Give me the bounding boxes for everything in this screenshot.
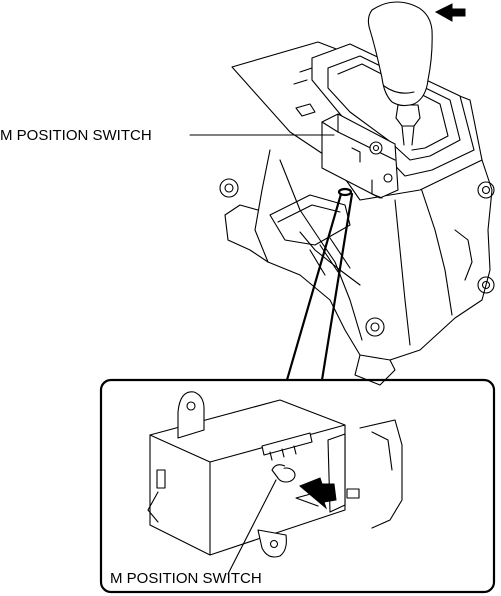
detail-connector bbox=[285, 187, 354, 382]
detail-inset-frame bbox=[99, 378, 496, 594]
switch-detail-view bbox=[147, 391, 403, 558]
shift-knob bbox=[367, 1, 433, 146]
callout-label-m-position-switch-detail: M POSITION SWITCH bbox=[110, 570, 262, 587]
shifter-housing bbox=[219, 149, 495, 386]
callout-leader-bottom bbox=[227, 479, 277, 575]
callout-label-m-position-switch: M POSITION SWITCH bbox=[0, 127, 152, 144]
m-position-switch bbox=[321, 113, 399, 199]
arrow-icon bbox=[434, 3, 466, 22]
arrow-icon bbox=[295, 477, 337, 510]
